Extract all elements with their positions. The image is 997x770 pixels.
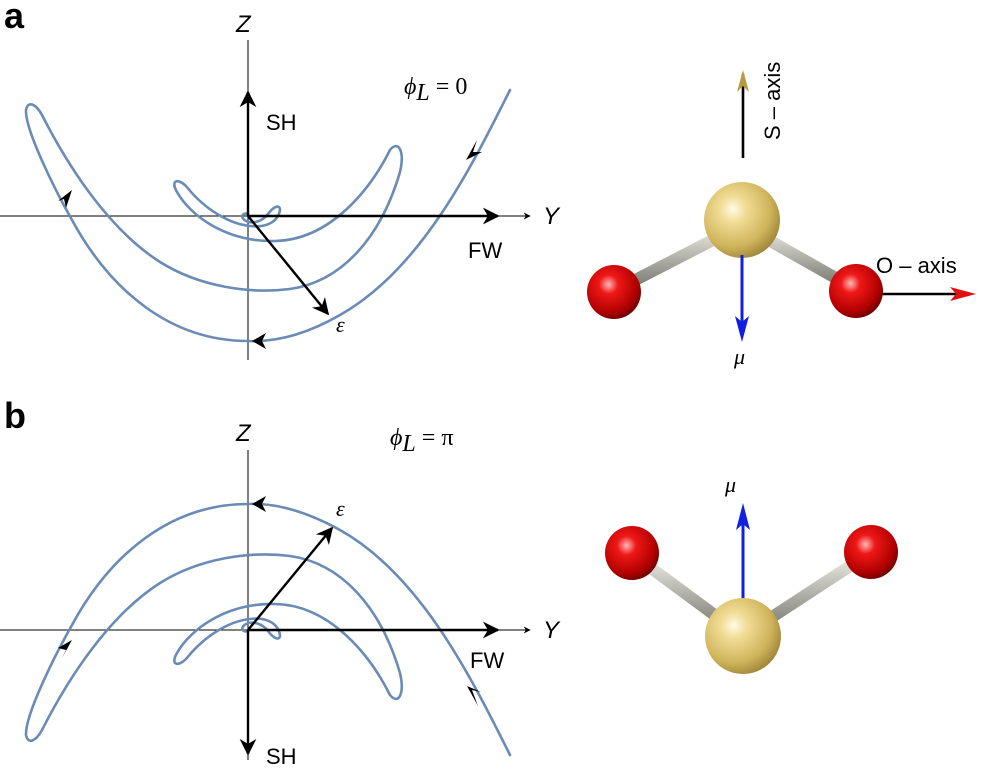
spiral-curve — [24, 502, 512, 757]
panel-a-letter: a — [4, 0, 25, 36]
o-axis-label: O – axis — [876, 253, 957, 278]
panel-a: a Z Y SH FW ε ϕL = 0 S – axis — [0, 0, 976, 369]
z-axis-label: Z — [235, 420, 252, 447]
oxygen-atom-left — [587, 265, 641, 319]
direction-arrow-3 — [252, 333, 266, 349]
oxygen-atom-left — [605, 526, 659, 580]
fw-label: FW — [468, 238, 502, 263]
direction-arrow-3 — [252, 496, 266, 512]
s-axis-arrowhead — [737, 70, 749, 92]
sulfur-atom — [704, 182, 780, 258]
direction-arrow-1 — [466, 140, 482, 160]
so2-molecule-a: S – axis O – axis μ — [587, 62, 976, 369]
epsilon-vector — [247, 526, 334, 631]
oxygen-atom-right — [829, 264, 883, 318]
spiral-curve — [24, 88, 512, 343]
o-axis-arrowhead — [950, 287, 976, 301]
oxygen-atom-right — [844, 525, 898, 579]
fw-label: FW — [470, 648, 504, 673]
panel-b-letter: b — [4, 395, 26, 436]
sulfur-atom — [705, 598, 781, 674]
phi-label: ϕL = 0 — [404, 74, 467, 106]
y-axis-label: Y — [543, 203, 561, 230]
phi-label: ϕL = π — [390, 425, 453, 457]
epsilon-label: ε — [336, 496, 345, 521]
dipole-arrowhead — [735, 316, 749, 342]
sh-label: SH — [266, 744, 297, 769]
epsilon-label: ε — [336, 312, 345, 337]
direction-arrow-2 — [58, 640, 72, 658]
s-axis-label: S – axis — [760, 62, 785, 140]
dipole-arrowhead — [736, 503, 750, 530]
y-axis-label: Y — [543, 617, 561, 644]
panel-b: b Z Y SH FW ε ϕL = π — [0, 395, 898, 769]
sh-label: SH — [266, 110, 297, 135]
direction-arrow-2 — [58, 190, 72, 208]
z-axis-label: Z — [235, 11, 252, 38]
mu-label: μ — [724, 472, 736, 497]
mu-label: μ — [733, 344, 745, 369]
epsilon-vector — [247, 215, 330, 316]
so2-molecule-b: μ — [605, 472, 898, 674]
direction-arrow-1 — [467, 686, 481, 706]
